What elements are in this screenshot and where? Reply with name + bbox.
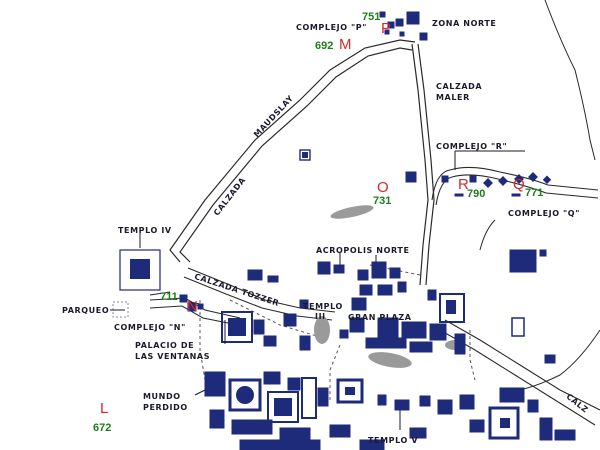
label-templo-iii-2: III	[315, 312, 326, 321]
label-complejo-q: COMPLEJO "Q"	[508, 209, 580, 218]
calzada-maler-road	[411, 43, 435, 286]
marker-number-o: 731	[373, 195, 392, 207]
label-templo-v: TEMPLO V	[368, 436, 419, 445]
label-mundo-2: PERDIDO	[143, 403, 188, 412]
marker-number-l: 672	[93, 422, 112, 434]
label-parqueo: PARQUEO	[62, 306, 110, 315]
calzada-maudslay-road	[169, 39, 416, 263]
label-palacio-1: PALACIO DE	[135, 341, 195, 350]
label-pointers	[110, 150, 525, 430]
marker-number-r: 790	[467, 188, 486, 200]
marker-letter-r: R	[458, 176, 469, 193]
label-palacio-2: LAS VENTANAS	[135, 352, 211, 361]
label-acropolis-norte: ACROPOLIS NORTE	[316, 246, 410, 255]
label-mundo-1: MUNDO	[143, 392, 181, 401]
eastern-trail	[149, 0, 600, 391]
label-complejo-p: COMPLEJO "P"	[296, 23, 368, 32]
marker-number-p: 751	[362, 11, 381, 23]
marker-letter-o: O	[377, 179, 389, 196]
marker-letter-m: M	[339, 36, 352, 53]
label-complejo-n: COMPLEJO "N"	[114, 323, 186, 332]
structures	[112, 11, 576, 450]
marker-letter-p: P	[381, 20, 392, 37]
label-calzada-maler-1: CALZADA	[436, 82, 483, 91]
label-gran-plaza: GRAN PLAZA	[348, 313, 412, 322]
label-templo-iv: TEMPLO IV	[118, 226, 172, 235]
label-templo-iii-1: TEMPLO	[303, 302, 343, 311]
marker-number-n: 711	[160, 291, 178, 303]
label-complejo-r: COMPLEJO "R"	[436, 142, 508, 151]
label-zona-norte: ZONA NORTE	[432, 19, 497, 28]
marker-letter-n: N	[187, 298, 198, 315]
marker-number-q: 771	[525, 187, 544, 199]
marker-number-m: 692	[315, 40, 334, 52]
marker-letter-q: Q	[513, 176, 525, 193]
label-calzada-maler-2: MALER	[436, 93, 470, 102]
marker-letter-l: L	[100, 400, 109, 417]
